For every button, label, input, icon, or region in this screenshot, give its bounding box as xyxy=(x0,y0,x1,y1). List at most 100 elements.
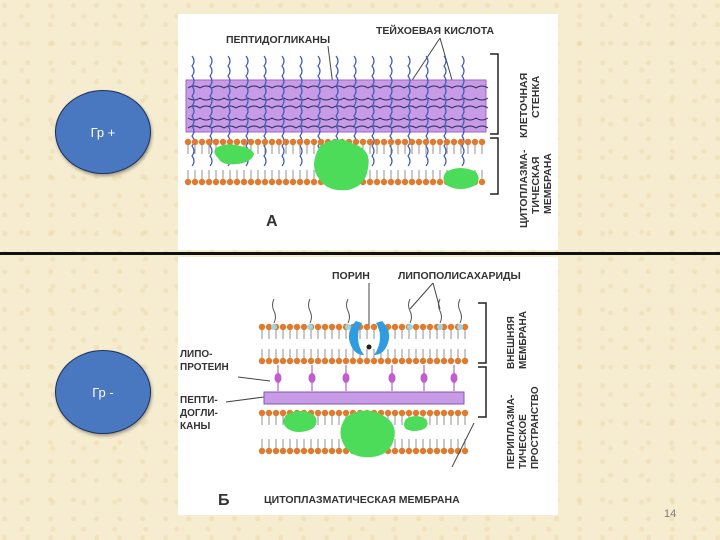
lipid-head xyxy=(405,357,413,365)
lipid-head xyxy=(471,138,479,146)
lipid-head xyxy=(436,138,444,146)
lipid-head xyxy=(258,323,266,331)
lipid-head xyxy=(440,409,448,417)
teichoic-chain xyxy=(299,55,303,167)
teichoic-chain xyxy=(281,55,285,167)
lipid-head xyxy=(398,447,406,455)
inner-protein-large xyxy=(340,410,395,458)
lps-core xyxy=(345,324,351,330)
lps-chain xyxy=(438,298,442,324)
lipid-head xyxy=(265,323,273,331)
lipid-head xyxy=(359,138,367,146)
lipid-head xyxy=(226,138,234,146)
lps-core xyxy=(407,324,413,330)
lipoprotein-label-1: ЛИПО- xyxy=(180,349,213,360)
lipid-head xyxy=(314,357,322,365)
membrane-bracket xyxy=(490,137,499,195)
peptidoglycan-b-label-1: ПЕПТИ- xyxy=(180,395,218,406)
lipid-head xyxy=(335,357,343,365)
lipid-head xyxy=(258,409,266,417)
lipid-head xyxy=(212,178,220,186)
lipid-head xyxy=(212,138,220,146)
lipid-head xyxy=(415,138,423,146)
lipid-head xyxy=(293,447,301,455)
lipid-head xyxy=(279,447,287,455)
lipid-head xyxy=(272,409,280,417)
peptidoglycan-strand xyxy=(187,105,489,109)
lipid-head xyxy=(268,178,276,186)
teichoic-chain xyxy=(317,55,321,167)
lipid-head xyxy=(422,138,430,146)
lipid-head xyxy=(461,447,469,455)
porin-label: ПОРИН xyxy=(332,270,370,282)
lipid-head xyxy=(198,138,206,146)
lipid-head xyxy=(412,357,420,365)
lipid-head xyxy=(440,447,448,455)
teichoic-chain xyxy=(191,55,195,167)
lipid-head xyxy=(447,409,455,417)
lipid-head xyxy=(275,178,283,186)
lipid-head xyxy=(419,447,427,455)
porin-left xyxy=(348,321,364,355)
peptidoglycan-b-label-3: КАНЫ xyxy=(180,421,211,432)
lipid-head xyxy=(461,323,469,331)
lipid-head xyxy=(370,323,378,331)
cyto-label-2: ТИЧЕСКАЯ xyxy=(530,157,542,214)
lipid-head xyxy=(335,323,343,331)
lipid-head xyxy=(370,357,378,365)
peptidoglycans-pointer xyxy=(327,45,334,87)
lipid-head xyxy=(426,323,434,331)
lipid-head xyxy=(401,178,409,186)
lipid-head xyxy=(184,138,192,146)
cell-wall-label-2: СТЕНКА xyxy=(530,75,542,118)
membrane-protein-small xyxy=(214,144,254,165)
lipid-head xyxy=(286,447,294,455)
cyto-label-1: ЦИТОПЛАЗМА- xyxy=(518,149,530,228)
lipoprotein xyxy=(342,373,350,383)
lipid-head xyxy=(422,178,430,186)
lipid-head xyxy=(478,138,486,146)
lps-core xyxy=(307,324,313,330)
lipid-head xyxy=(384,409,392,417)
lipid-head xyxy=(321,323,329,331)
lipid-head xyxy=(447,323,455,331)
peptidoglycan-strand xyxy=(187,125,489,129)
outer-membrane-bracket xyxy=(478,302,487,364)
lipid-head xyxy=(398,357,406,365)
teichoic-chain xyxy=(389,55,393,167)
lipid-head xyxy=(387,138,395,146)
lipid-head xyxy=(457,138,465,146)
lps-label: ЛИПОПОЛИСАХАРИДЫ xyxy=(398,270,521,282)
lipid-head xyxy=(328,447,336,455)
lipid-head xyxy=(300,447,308,455)
lipoprotein-label-2: ПРОТЕИН xyxy=(180,362,229,373)
lipid-head xyxy=(258,357,266,365)
peptidoglycan-strand xyxy=(187,85,489,89)
lipid-head xyxy=(426,357,434,365)
lipid-head xyxy=(387,178,395,186)
lipoprotein xyxy=(388,373,396,383)
lipid-head xyxy=(391,323,399,331)
lipid-head xyxy=(300,323,308,331)
lipid-head xyxy=(426,447,434,455)
lipopolysaccharide-chains xyxy=(271,298,463,330)
lipid-head xyxy=(296,178,304,186)
lipid-head xyxy=(293,323,301,331)
lipid-head xyxy=(247,178,255,186)
lipid-head xyxy=(321,447,329,455)
lipid-head xyxy=(254,138,262,146)
lipid-head xyxy=(314,323,322,331)
inner-protein-left xyxy=(283,411,317,432)
outer-membrane xyxy=(258,323,469,365)
periplasm-bracket xyxy=(478,366,487,418)
lipid-head xyxy=(429,178,437,186)
lipid-head xyxy=(205,178,213,186)
membrane-protein-right xyxy=(443,168,479,189)
lipid-head xyxy=(282,178,290,186)
lipid-head xyxy=(352,138,360,146)
lipid-head xyxy=(265,357,273,365)
lipid-head xyxy=(321,409,329,417)
lipid-head xyxy=(293,357,301,365)
lipid-head xyxy=(258,447,266,455)
lipid-head xyxy=(408,138,416,146)
